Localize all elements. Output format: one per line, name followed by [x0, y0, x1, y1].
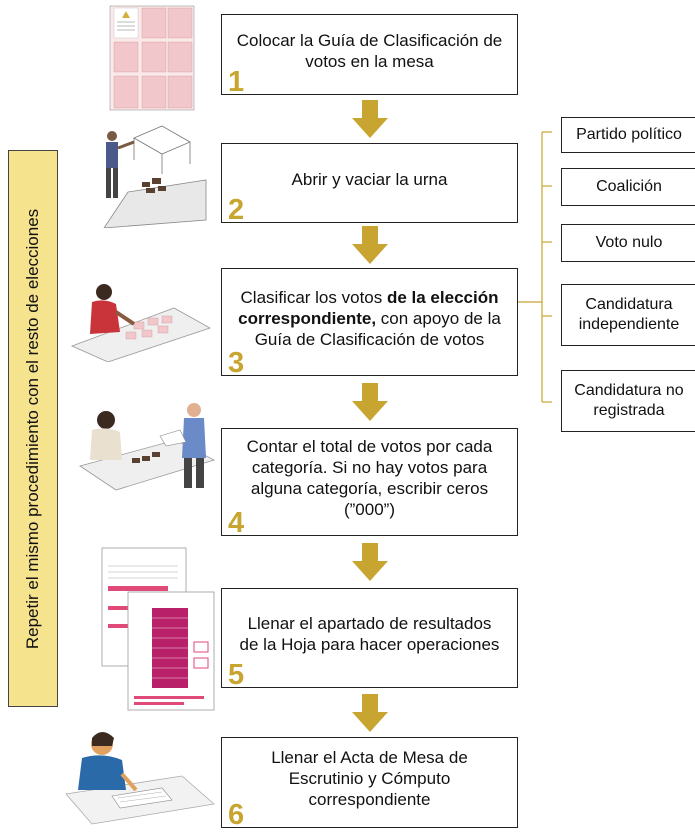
- category-label: Coalición: [596, 178, 662, 195]
- step-5-number: 5: [228, 659, 245, 691]
- classification-guide-illustration: [109, 5, 195, 111]
- step-3-box: Clasificar los votos de la elección corr…: [221, 268, 518, 379]
- category-label: Voto nulo: [595, 234, 663, 251]
- step-4-number: 4: [228, 507, 245, 539]
- step-6-text: Llenar el Acta de Mesa de Escrutinio y C…: [271, 748, 468, 809]
- category-partido-politico: Partido político: [561, 117, 695, 153]
- category-voto-nulo: Voto nulo: [561, 224, 695, 262]
- step-3-text-bold: de la elección correspondiente,: [238, 287, 499, 328]
- category-bracket: [518, 131, 552, 403]
- step-3-text-after: con apoyo de la Guía de Clasificación de…: [254, 308, 501, 349]
- arrow-down-icon: [352, 383, 388, 421]
- step-3-number: 3: [228, 347, 245, 379]
- category-label: Partido político: [576, 126, 682, 143]
- step-6-number: 6: [228, 799, 245, 831]
- category-label: Candidatura independiente: [578, 296, 680, 333]
- step-1-text: Colocar la Guía de Clasificación de voto…: [236, 30, 503, 71]
- step-4-text: Contar el total de votos por cada catego…: [246, 437, 493, 519]
- fill-act-illustration: [65, 732, 215, 825]
- step-2-box: Abrir y vaciar la urna 2: [221, 143, 518, 226]
- step-5-text: Llenar el apartado de resultados de la H…: [239, 614, 500, 654]
- step-2-text: Abrir y vaciar la urna: [291, 169, 448, 189]
- step-2-number: 2: [228, 194, 245, 226]
- step-5-box: Llenar el apartado de resultados de la H…: [221, 588, 518, 691]
- step-3-text: Clasificar los votos de la elección corr…: [236, 287, 503, 350]
- count-votes-illustration: [79, 403, 216, 491]
- classify-votes-illustration: [70, 284, 211, 362]
- step-1-number: 1: [228, 66, 245, 98]
- category-candidatura-no-registrada: Candidatura no registrada: [561, 370, 695, 432]
- step-3-text-before: Clasificar los votos: [240, 287, 387, 307]
- repeat-procedure-text: Repetir el mismo procedimiento con el re…: [23, 208, 43, 649]
- arrow-down-icon: [352, 226, 388, 264]
- category-candidatura-independiente: Candidatura independiente: [561, 284, 695, 346]
- arrow-down-icon: [352, 543, 388, 581]
- repeat-procedure-banner: Repetir el mismo procedimiento con el re…: [8, 150, 58, 707]
- step-6-box: Llenar el Acta de Mesa de Escrutinio y C…: [221, 737, 518, 831]
- category-coalicion: Coalición: [561, 168, 695, 206]
- step-1-box: Colocar la Guía de Clasificación de voto…: [221, 14, 518, 98]
- arrow-down-icon: [352, 694, 388, 732]
- open-ballot-box-illustration: [103, 125, 207, 228]
- operations-sheet-illustration: [101, 547, 215, 711]
- arrow-down-icon: [352, 100, 388, 138]
- step-4-box: Contar el total de votos por cada catego…: [221, 428, 518, 539]
- category-label: Candidatura no registrada: [574, 382, 684, 419]
